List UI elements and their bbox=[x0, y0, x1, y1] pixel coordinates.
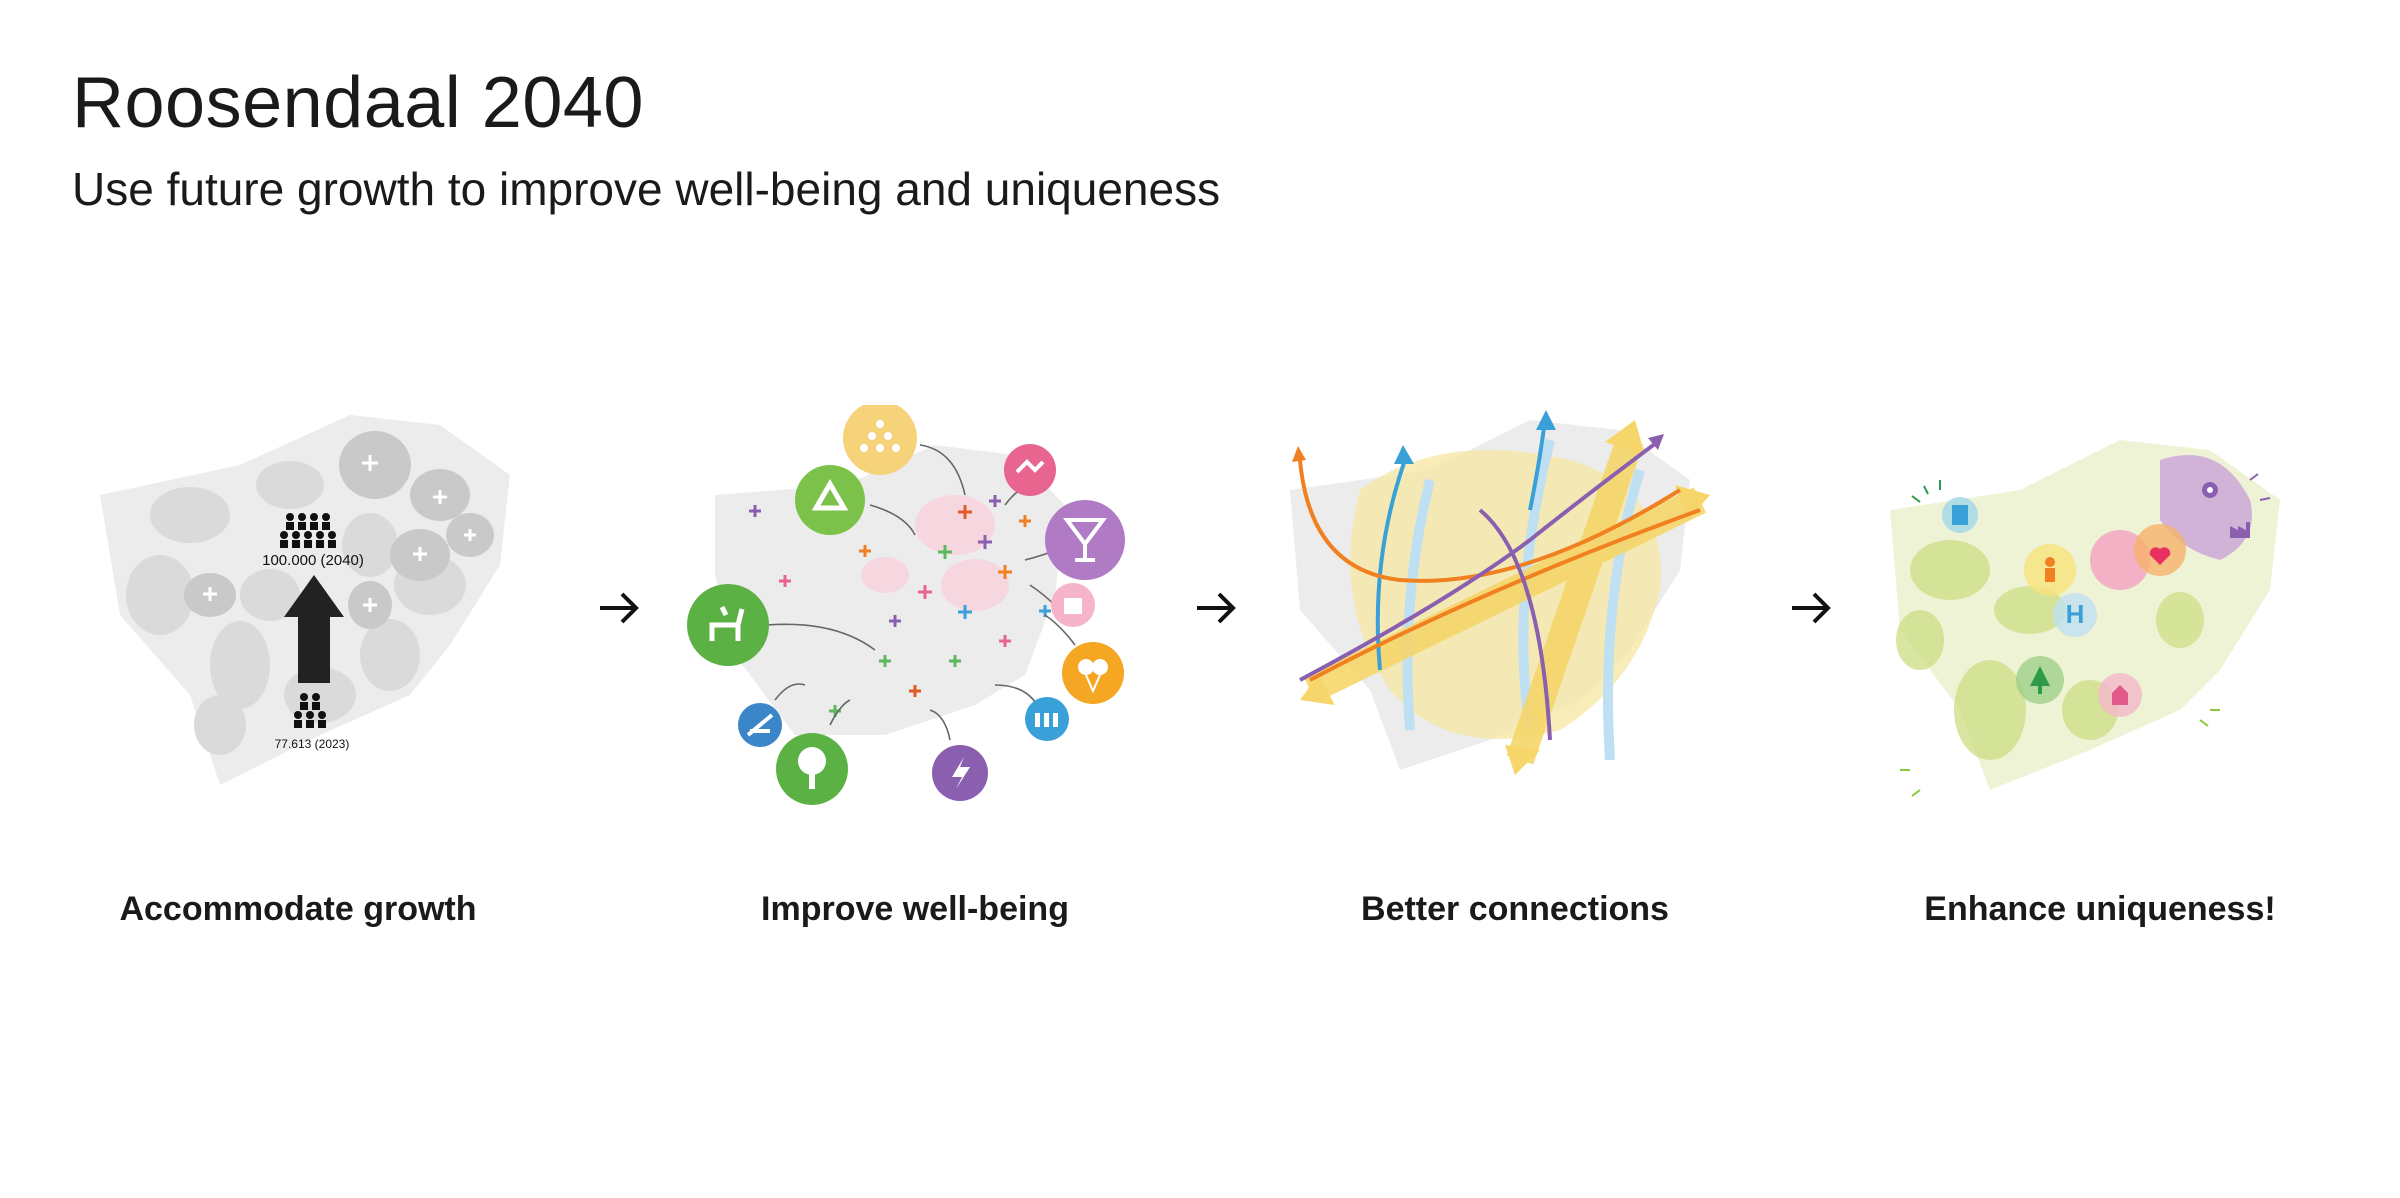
plus-markers bbox=[203, 455, 476, 612]
people-icon bbox=[2045, 557, 2055, 582]
step-arrow-icon bbox=[1197, 592, 1236, 624]
heart-icon bbox=[2149, 547, 2171, 565]
main-corridors bbox=[1303, 435, 1707, 765]
church-icon bbox=[2112, 685, 2128, 705]
tree-icon bbox=[776, 733, 848, 805]
city-center-zone bbox=[2160, 455, 2252, 560]
page-title: Roosendaal 2040 bbox=[72, 63, 644, 143]
hospital-icon: H bbox=[2066, 599, 2085, 629]
factory-icon bbox=[2230, 522, 2250, 538]
connections-map bbox=[1290, 410, 1710, 775]
district-blobs bbox=[126, 461, 466, 755]
step-arrow-icon bbox=[1792, 592, 1831, 624]
kayak-icon bbox=[738, 703, 782, 747]
population-2023-label: 77.613 (2023) bbox=[275, 737, 350, 751]
route-arrowheads bbox=[1292, 410, 1664, 464]
panel-improve-well-being bbox=[675, 405, 1145, 835]
people-icon-large bbox=[280, 513, 336, 548]
tree-icon bbox=[2030, 666, 2050, 694]
crowd-icon bbox=[1025, 697, 1069, 741]
balloons-icon bbox=[1062, 642, 1124, 704]
step-arrow-icon bbox=[600, 592, 639, 624]
well-being-map bbox=[687, 405, 1125, 805]
caption-improve-well-being: Improve well-being bbox=[761, 890, 1069, 928]
district-highlights bbox=[861, 495, 1009, 611]
recycle-icon bbox=[795, 465, 865, 535]
panel-better-connections bbox=[1280, 400, 1750, 830]
gear-icon bbox=[2202, 482, 2218, 498]
plus-markers bbox=[749, 495, 1051, 717]
deer-icon bbox=[687, 584, 769, 666]
caption-accommodate-growth: Accommodate growth bbox=[119, 890, 477, 928]
shopping-bag-icon bbox=[1051, 583, 1095, 627]
caption-enhance-uniqueness: Enhance uniqueness! bbox=[1924, 890, 2276, 928]
corridor-arrowheads bbox=[1300, 420, 1710, 775]
industry-icon bbox=[1952, 505, 1968, 525]
lightning-icon bbox=[932, 745, 988, 801]
population-2040-label: 100.000 (2040) bbox=[262, 552, 364, 569]
green-areas bbox=[1896, 540, 2204, 760]
purple-routes bbox=[1299, 438, 1662, 741]
caption-better-connections: Better connections bbox=[1361, 890, 1669, 928]
handshake-icon bbox=[1004, 444, 1056, 496]
growth-map: 100.000 (2040) 77.613 (2023) bbox=[100, 415, 510, 785]
panel-accommodate-growth: 100.000 (2040) 77.613 (2023) bbox=[90, 395, 560, 825]
cocktail-icon bbox=[1045, 500, 1125, 580]
panel-enhance-uniqueness: H bbox=[1880, 420, 2300, 850]
page-subtitle: Use future growth to improve well-being … bbox=[72, 163, 1221, 215]
svg-text:H: H bbox=[2066, 599, 2085, 629]
people-icon-small bbox=[294, 693, 326, 728]
people-pyramid-icon bbox=[843, 405, 917, 475]
connector-lines bbox=[766, 444, 1076, 741]
sparkle-rays bbox=[1900, 473, 2271, 797]
uniqueness-map: H bbox=[1890, 440, 2280, 797]
growth-arrow bbox=[284, 575, 344, 683]
orange-routes bbox=[1298, 459, 1701, 682]
